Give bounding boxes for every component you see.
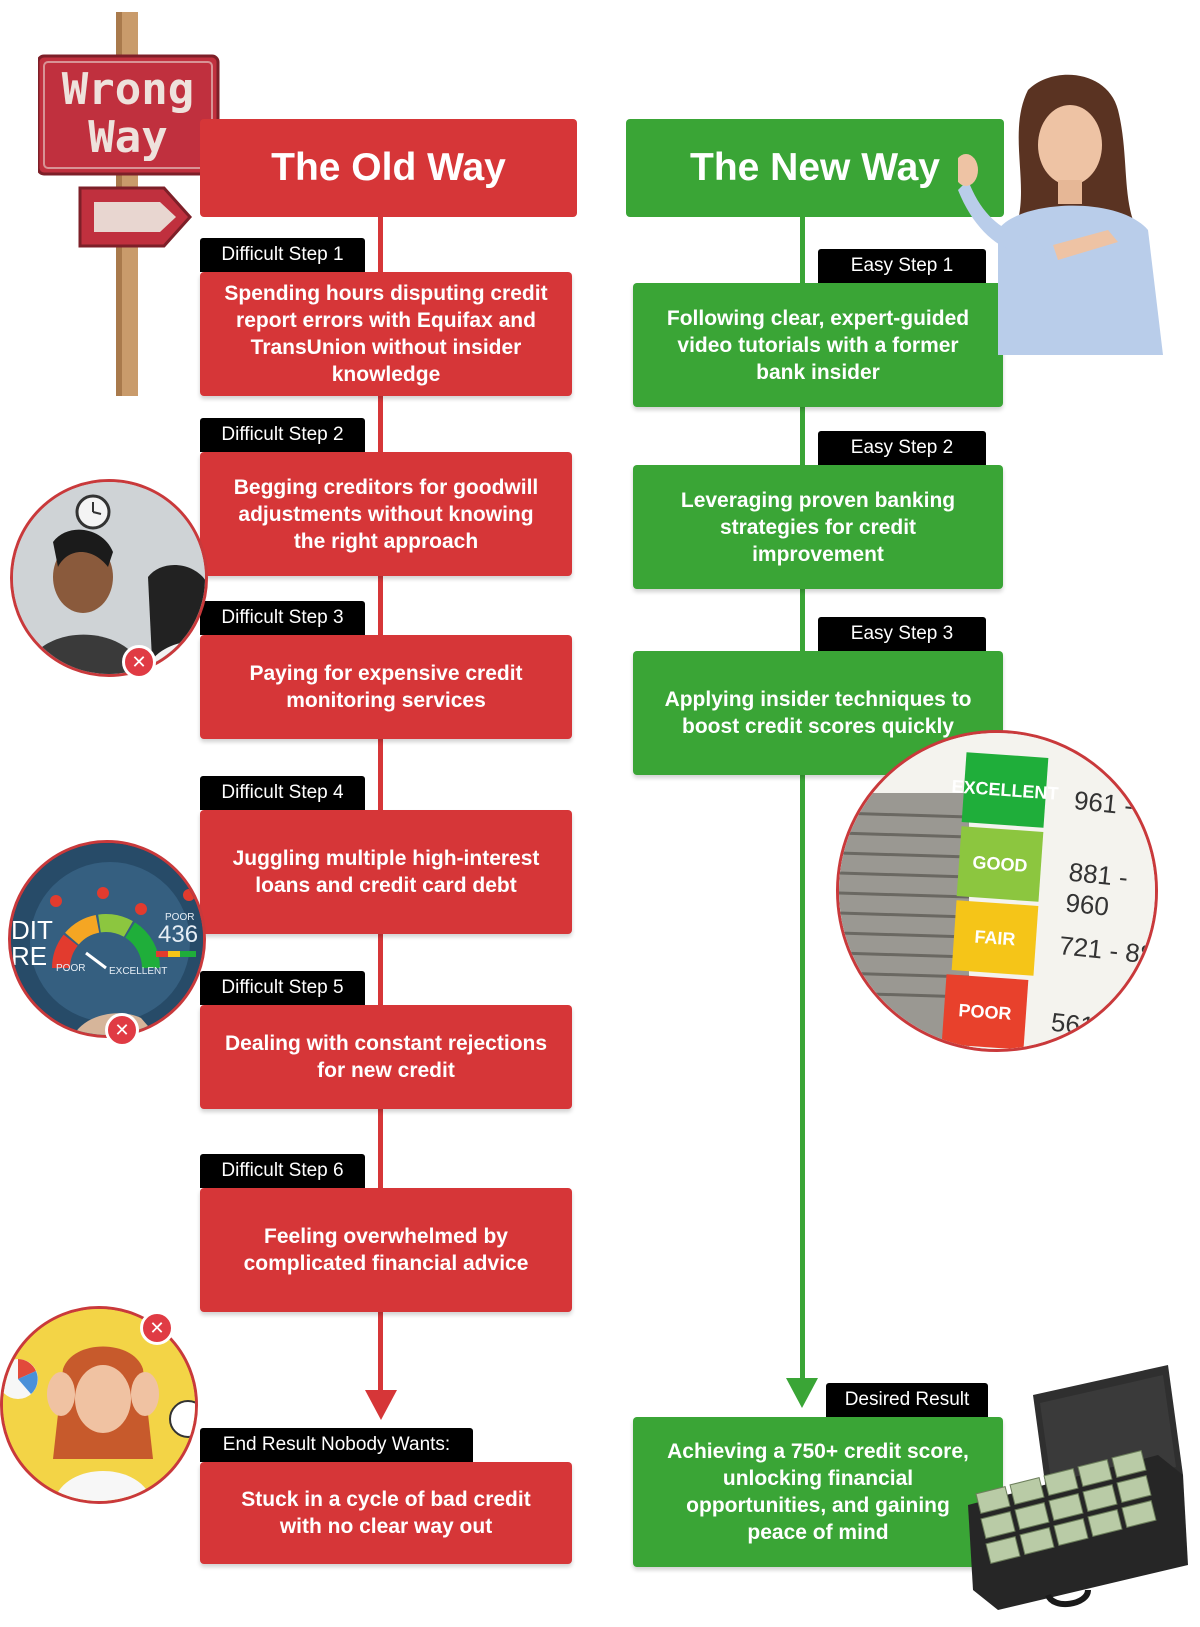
gauge-text-dit: DIT [11,915,53,945]
money-briefcase-image [958,1355,1193,1610]
score-label-fair: FAIR [973,926,1017,949]
difficult-step-4-box: Juggling multiple high-interest loans an… [200,810,572,934]
difficult-step-6-box: Feeling overwhelmed by complicated finan… [200,1188,572,1312]
difficult-step-4-tag: Difficult Step 4 [200,776,365,810]
score-range-excellent: 961 - [1072,784,1135,822]
score-label-good: GOOD [971,851,1029,876]
easy-step-3-tag: Easy Step 3 [818,617,986,651]
new-way-connector-line [800,215,805,1380]
easy-step-1-box: Following clear, expert-guided video tut… [633,283,1003,407]
difficult-step-6-tag: Difficult Step 6 [200,1154,365,1188]
score-range-good: 881 - 960 [1064,856,1130,922]
new-way-header: The New Way [626,119,1004,217]
score-range-poor: 561 [1049,1006,1096,1042]
score-row-good: GOOD [956,826,1044,902]
score-label-poor: POOR [957,999,1013,1024]
woman-pointing-image [954,70,1173,355]
desired-result-tag: Desired Result [826,1383,988,1417]
difficult-step-3-box: Paying for expensive credit monitoring s… [200,635,572,739]
close-icon: ✕ [105,1013,139,1047]
difficult-step-2-tag: Difficult Step 2 [200,418,365,452]
score-row-poor: POOR [941,974,1029,1049]
easy-step-2-box: Leveraging proven banking strategies for… [633,465,1003,589]
easy-step-1-tag: Easy Step 1 [818,249,986,283]
score-row-excellent: EXCELLENT [951,752,1059,828]
difficult-step-5-box: Dealing with constant rejections for new… [200,1005,572,1109]
close-icon: ✕ [140,1311,174,1345]
old-way-arrow-head [365,1390,397,1420]
difficult-step-1-box: Spending hours disputing credit report e… [200,272,572,396]
difficult-step-3-tag: Difficult Step 3 [200,601,365,635]
difficult-step-2-box: Begging creditors for goodwill adjustmen… [200,452,572,576]
credit-gauge-image: DIT RE POOR EXCELLENT POOR 436 [8,840,206,1038]
old-way-header: The Old Way [200,119,577,217]
stressed-couple-image [10,479,208,677]
close-icon: ✕ [122,645,156,679]
end-result-tag: End Result Nobody Wants: [200,1428,473,1462]
credit-score-chart-image: EXCELLENT 961 - GOOD 881 - 960 FAIR 721 … [836,730,1158,1052]
gauge-text-re: RE [11,941,48,971]
gauge-label-poor: POOR [56,963,86,974]
gauge-score: 436 [158,921,199,948]
new-way-arrow-head [786,1378,818,1408]
gauge-label-excellent: EXCELLENT [109,966,168,977]
desired-result-box: Achieving a 750+ credit score, unlocking… [633,1417,1003,1567]
frustrated-woman-image [0,1306,198,1504]
gauge-label-poor-top: POOR [165,912,195,923]
sign-text-line1: Wrong [61,64,195,115]
score-label-excellent: EXCELLENT [950,775,1060,804]
score-row-fair: FAIR [951,900,1039,976]
difficult-step-1-tag: Difficult Step 1 [200,238,365,272]
difficult-step-5-tag: Difficult Step 5 [200,971,365,1005]
easy-step-2-tag: Easy Step 2 [818,431,986,465]
sign-text-line2: Way [88,112,168,163]
wrong-way-sign: Wrong Way [36,12,233,396]
old-way-connector-line [378,215,383,1400]
end-result-box: Stuck in a cycle of bad credit with no c… [200,1462,572,1564]
